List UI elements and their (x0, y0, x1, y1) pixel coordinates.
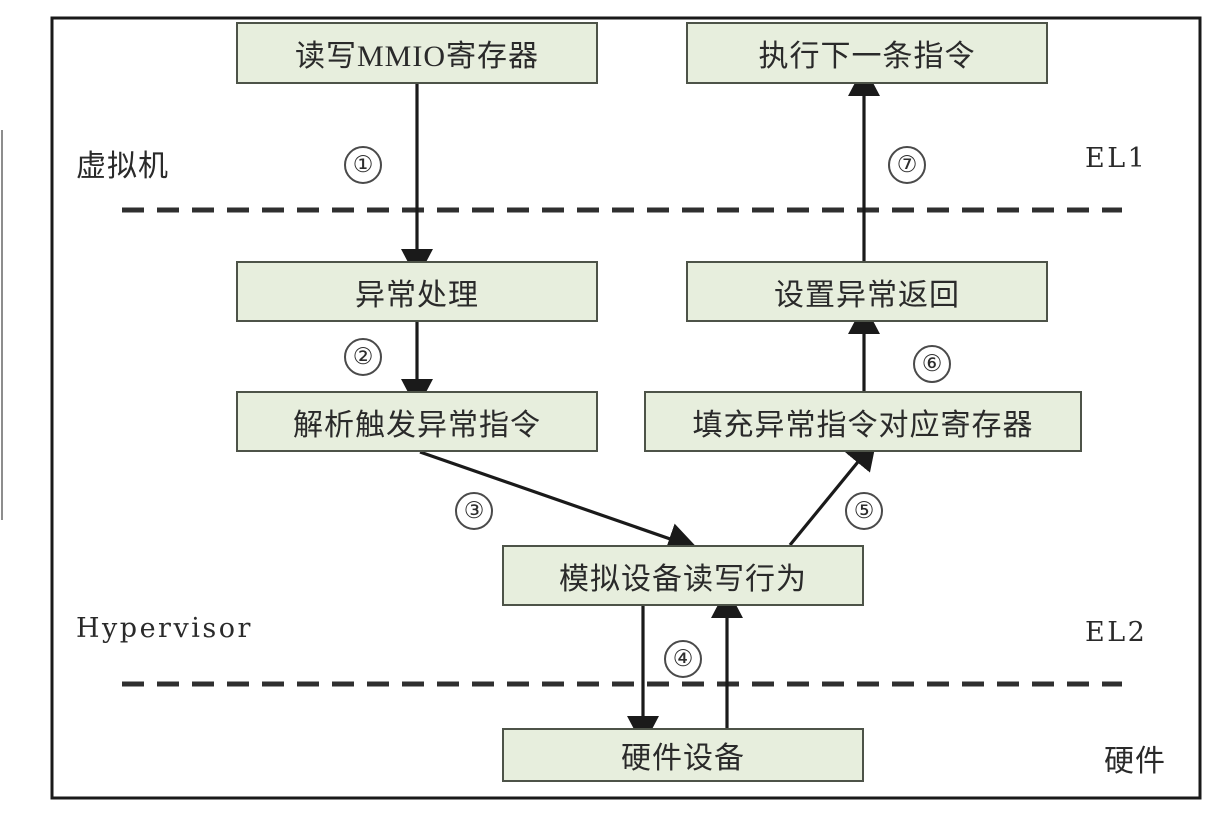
node-read-write-mmio-register[interactable]: 读写MMIO寄存器 (236, 22, 598, 84)
node-set-exception-return[interactable]: 设置异常返回 (686, 261, 1048, 322)
node-execute-next-instruction[interactable]: 执行下一条指令 (686, 22, 1048, 84)
diagram-frame (50, 16, 1202, 800)
step-marker-label: ② (352, 344, 374, 369)
node-label: 模拟设备读写行为 (559, 562, 807, 596)
step-marker-3: ③ (455, 492, 493, 530)
node-label: 异常处理 (355, 278, 479, 312)
step-marker-label: ④ (672, 646, 694, 671)
step-marker-label: ⑤ (853, 498, 875, 523)
node-fill-destination-register[interactable]: 填充异常指令对应寄存器 (644, 391, 1082, 452)
step-marker-1: ① (344, 146, 382, 184)
zone-label-virtual-machine: 虚拟机 (76, 150, 169, 183)
step-marker-2: ② (344, 338, 382, 376)
node-label: 解析触发异常指令 (293, 408, 541, 442)
arrow-decode-to-emulate (419, 450, 699, 554)
node-label: 设置异常返回 (774, 278, 960, 312)
step-marker-label: ① (352, 152, 374, 177)
zone-label-el1: EL1 (1085, 143, 1148, 174)
arrow-emulate-to-fill (788, 438, 877, 547)
step-marker-5: ⑤ (845, 492, 883, 530)
page-scan-artifact-left (1, 130, 3, 520)
zone-label-hypervisor: Hypervisor (76, 613, 253, 644)
zone-label-hardware: 硬件 (1104, 745, 1166, 778)
node-hardware-device[interactable]: 硬件设备 (502, 728, 864, 782)
node-decode-trapped-instruction[interactable]: 解析触发异常指令 (236, 391, 598, 452)
node-label: 填充异常指令对应寄存器 (692, 408, 1034, 442)
step-marker-label: ③ (463, 498, 485, 523)
step-marker-4: ④ (664, 640, 702, 678)
node-exception-handling[interactable]: 异常处理 (236, 261, 598, 322)
zone-label-el2: EL2 (1085, 617, 1148, 648)
node-emulate-device-access[interactable]: 模拟设备读写行为 (502, 545, 864, 606)
node-label: 读写MMIO寄存器 (294, 40, 539, 73)
step-marker-label: ⑥ (921, 351, 943, 376)
node-label: 执行下一条指令 (758, 40, 976, 73)
step-marker-label: ⑦ (896, 152, 918, 177)
step-marker-7: ⑦ (888, 146, 926, 184)
node-label: 硬件设备 (621, 742, 745, 775)
step-marker-6: ⑥ (913, 345, 951, 383)
